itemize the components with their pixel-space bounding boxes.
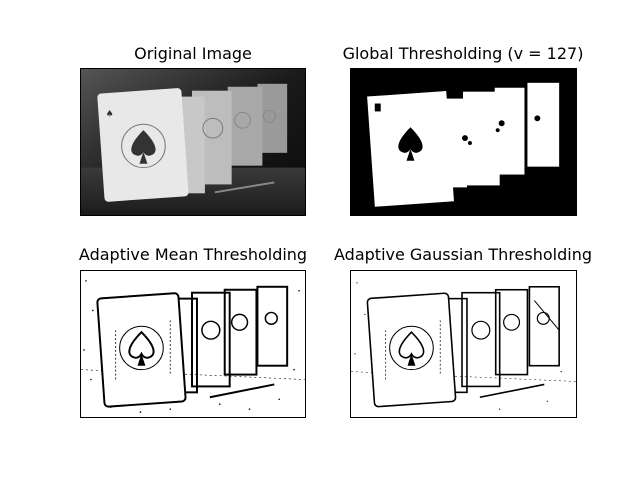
spade-icon [121,123,166,169]
adaptive-gaussian-image [350,270,577,418]
panel-title-adaptive-gaussian: Adaptive Gaussian Thresholding [334,245,592,264]
panel-title-original: Original Image [134,44,252,63]
spade-icon [119,325,164,371]
original-image: ♠ [80,68,306,216]
spade-icon [398,127,423,161]
panel-title-global: Global Thresholding (v = 127) [342,44,584,63]
adaptive-mean-image [80,270,306,418]
global-threshold-image [350,68,577,216]
svg-text:♠: ♠ [106,109,114,119]
panel-title-adaptive-mean: Adaptive Mean Thresholding [78,245,308,264]
spade-icon [389,325,434,371]
